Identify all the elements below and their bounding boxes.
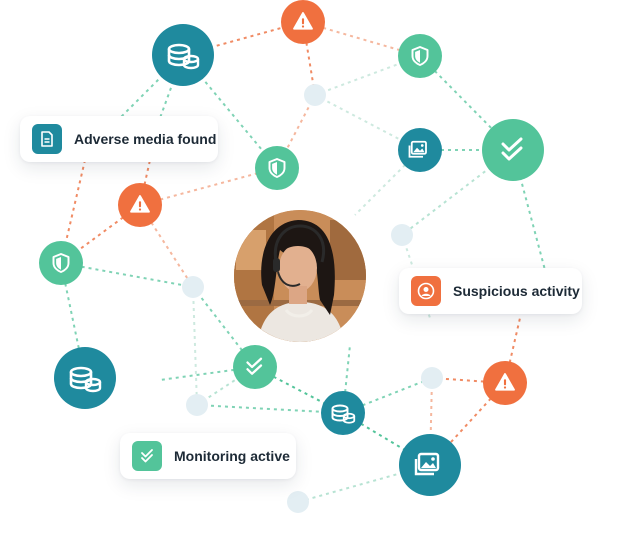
node-warning-bottom-right [483,361,527,405]
junction-dot [391,224,413,246]
user-icon [411,276,441,306]
node-image-upper-right [398,128,442,172]
node-coins-bottom [321,391,365,435]
junction-dot [304,84,326,106]
junction-dot [287,491,309,513]
junction-dots [182,84,443,513]
adverse-media-label: Adverse media found [74,131,217,147]
junction-dot [421,367,443,389]
node-check-right [482,119,544,181]
node-coins-top [152,24,214,86]
suspicious-activity-card: Suspicious activity [399,268,582,314]
node-check-center-bottom [233,345,277,389]
node-shield-center-top [255,146,299,190]
suspicious-activity-label: Suspicious activity [453,283,580,299]
adverse-media-card: Adverse media found [20,116,218,162]
node-coins-bottom-left [54,347,116,409]
node-image-bottom [399,434,461,496]
junction-dot [182,276,204,298]
document-icon [32,124,62,154]
agent-portrait [234,210,366,342]
node-warning-top [281,0,325,44]
node-shield-left [39,241,83,285]
monitoring-active-label: Monitoring active [174,448,290,464]
node-warning-left [118,183,162,227]
check-icon [132,441,162,471]
monitoring-active-card: Monitoring active [120,433,296,479]
node-shield-top-right [398,34,442,78]
junction-dot [186,394,208,416]
